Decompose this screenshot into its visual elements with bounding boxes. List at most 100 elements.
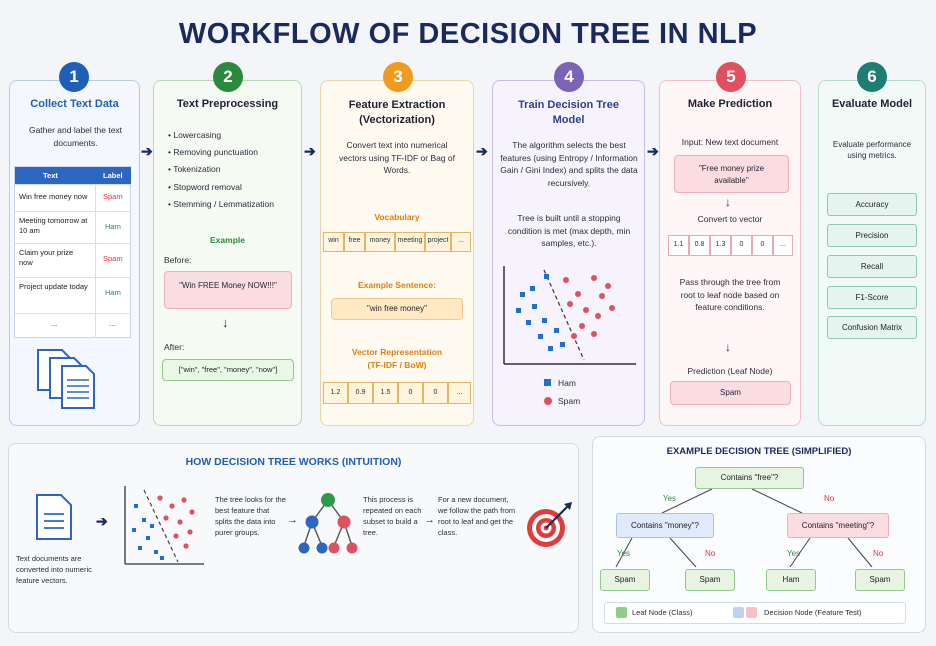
- table-row-label: Spam: [103, 192, 123, 201]
- vocab-cell: free: [344, 232, 365, 252]
- step-5-badge: 5: [716, 62, 746, 92]
- vector-cell: 1.1: [668, 235, 689, 256]
- down-arrow-icon: ↓: [725, 195, 731, 209]
- metric-recall: Recall: [827, 255, 917, 278]
- scatter-split-plot: [503, 266, 636, 365]
- step-6-description: Evaluate performance using metrics.: [832, 140, 912, 160]
- table-row-text: ...: [51, 319, 58, 328]
- convert-label: Convert to vector: [697, 214, 763, 224]
- vocab-cell: win: [323, 232, 344, 252]
- example-label: Example: [210, 235, 245, 245]
- table-row-label: Spam: [103, 254, 123, 263]
- prediction-label: Prediction (Leaf Node): [687, 366, 773, 376]
- list-item: • Stopword removal: [168, 182, 242, 192]
- vector-cell: ...: [448, 382, 471, 404]
- leaf-legend-label: Leaf Node (Class): [632, 608, 693, 617]
- after-label: After:: [164, 342, 185, 352]
- vector-cell: 1.5: [373, 382, 398, 404]
- table-row-text: Project update today: [19, 282, 88, 291]
- arrow-icon: →: [287, 514, 298, 526]
- step-6-badge: 6: [857, 62, 887, 92]
- vocab-cell: meeting: [395, 232, 425, 252]
- after-text: ["win", "free", "money", "now"]: [162, 359, 294, 381]
- vocab-cell: ...: [451, 232, 471, 252]
- leaf-node: Spam: [685, 569, 735, 591]
- metric-f1-score: F1-Score: [827, 286, 917, 309]
- arrow-icon: ➔: [141, 143, 153, 159]
- vocab-cell: money: [365, 232, 395, 252]
- intuition-text-4: For a new document, we follow the path f…: [438, 495, 516, 537]
- list-item: • Lowercasing: [168, 130, 222, 140]
- decision-legend-label: Decision Node (Feature Test): [764, 608, 862, 617]
- vector-cell: 1.3: [710, 235, 731, 256]
- yes-label: Yes: [787, 549, 801, 558]
- table-row-text: Win free money now: [19, 192, 88, 201]
- tree-icon: [298, 493, 358, 554]
- before-label: Before:: [164, 255, 192, 265]
- example-sentence-label: Example Sentence:: [358, 280, 436, 290]
- step-3-title: Feature Extraction (Vectorization): [348, 99, 446, 126]
- vocabulary-label: Vocabulary: [374, 212, 420, 222]
- table-row-text: Meeting tomorrow at 10 am: [19, 216, 88, 235]
- step-4-stopping: Tree is built until a stopping condition…: [507, 213, 631, 248]
- ham-legend-label: Ham: [558, 378, 576, 388]
- intuition-title: HOW DECISION TREE WORKS (INTUITION): [185, 456, 402, 468]
- list-item: • Removing punctuation: [168, 147, 258, 157]
- tree-edges: [615, 488, 873, 568]
- metric-accuracy: Accuracy: [827, 193, 917, 216]
- arrow-icon: ➔: [476, 143, 488, 159]
- metric-precision: Precision: [827, 224, 917, 247]
- table-row-text: Claim your prize now: [19, 248, 74, 267]
- step-3-description: Convert text into numerical vectors usin…: [338, 140, 456, 175]
- table-header: [15, 167, 131, 184]
- list-item: • Stemming / Lemmatization: [168, 199, 274, 209]
- root-node: Contains "free"?: [695, 467, 804, 489]
- decision-legend-swatch-blue: [733, 607, 744, 618]
- spam-legend-marker: [544, 397, 552, 405]
- table-header-text: Text: [43, 171, 58, 180]
- prediction-value: Spam: [670, 381, 791, 405]
- intuition-panel: [8, 443, 579, 633]
- leaf-node: Spam: [855, 569, 905, 591]
- table-row-label: Ham: [105, 222, 121, 231]
- example-tree-title: EXAMPLE DECISION TREE (SIMPLIFIED): [666, 446, 852, 457]
- step-3-card: [320, 80, 474, 426]
- documents-icon: [37, 349, 95, 409]
- down-arrow-icon: ↓: [222, 315, 229, 330]
- step-4-title: Train Decision Tree Model: [518, 99, 619, 126]
- metric-confusion-matrix: Confusion Matrix: [827, 316, 917, 339]
- leaf-node: Spam: [600, 569, 650, 591]
- arrow-icon: ➔: [647, 143, 659, 159]
- input-text: "Free money prize available": [674, 155, 789, 193]
- no-label: No: [705, 549, 716, 558]
- table-row-label: ...: [109, 319, 116, 328]
- down-arrow-icon: ↓: [725, 340, 731, 354]
- decision-node-money: Contains "money"?: [616, 513, 714, 538]
- step-6-title: Evaluate Model: [831, 98, 913, 110]
- vector-cell: 0: [423, 382, 448, 404]
- leaf-node: Ham: [766, 569, 816, 591]
- step-2-title: Text Preprocessing: [176, 98, 279, 110]
- table-header-label: Label: [103, 171, 123, 180]
- leaf-legend-swatch: [616, 607, 627, 618]
- arrow-icon: ➔: [96, 513, 108, 529]
- target-icon: [527, 502, 572, 547]
- arrow-icon: ➔: [304, 143, 316, 159]
- data-table: Text Label Win free money now Spam Meeti…: [14, 166, 131, 338]
- example-sentence: "win free money": [331, 298, 463, 320]
- vector-cell: 0.8: [689, 235, 710, 256]
- page-title: WORKFLOW OF DECISION TREE IN NLP: [178, 18, 758, 50]
- before-text: "Win FREE Money NOW!!!": [164, 271, 292, 309]
- step-4-badge: 4: [554, 62, 584, 92]
- scatter-split-icon: [124, 486, 204, 565]
- no-label: No: [824, 494, 835, 503]
- step-1-description: Gather and label the text documents.: [28, 125, 123, 148]
- ham-legend-marker: [544, 379, 551, 386]
- decision-node-meeting: Contains "meeting"?: [787, 513, 889, 538]
- step-2-badge: 2: [213, 62, 243, 92]
- vector-cell: 1.2: [323, 382, 348, 404]
- step-5-title: Make Prediction: [687, 98, 773, 110]
- intuition-text-1: Text documents are converted into numeri…: [16, 554, 92, 585]
- intuition-text-2: The tree looks for the best feature that…: [215, 495, 286, 537]
- step-1-title: Collect Text Data: [30, 98, 119, 110]
